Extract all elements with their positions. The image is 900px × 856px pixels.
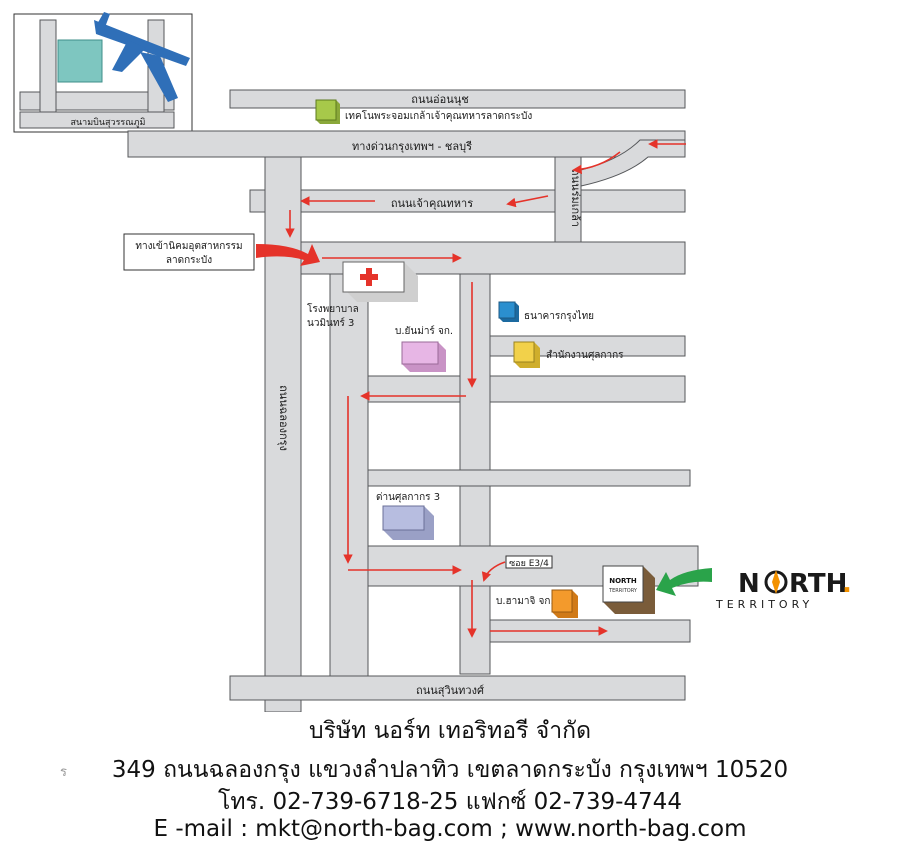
north-territory-building-icon: NORTH TERRITORY: [602, 565, 655, 614]
company-phone: โทร. 02-739-6718-25 แฟกซ์ 02-739-4744: [218, 789, 682, 815]
estate-entry-arrow-icon: [256, 244, 320, 266]
airport-label: สนามบินสุวรรณภูมิ: [71, 117, 146, 128]
estate-entrance-sign: ทางเข้านิคมอุตสาหกรรม ลาดกระบัง: [123, 233, 255, 271]
hospital-building-icon: [342, 261, 418, 302]
company-name: บริษัท นอร์ท เทอริทอรี จำกัด: [308, 718, 592, 744]
road-label-rom-klao: ถนนร่มเกล้า: [569, 169, 582, 227]
company-email: E -mail : mkt@north-bag.com ; www.north-…: [153, 816, 747, 842]
hamaji-label: บ.ฮามาจิ จก.: [496, 596, 554, 607]
box-brand-2: TERRITORY: [608, 588, 638, 594]
customs-office-label: สำนักงานศุลกากร: [546, 350, 624, 361]
bank-building-icon: [498, 301, 519, 322]
hospital-label-2: นวมินทร์ 3: [307, 317, 354, 329]
road-label-sukhumvit: ถนนสุวินทวงศ์: [416, 684, 484, 697]
logo-rth: RTH: [789, 569, 847, 599]
road-label-chalong-krung: ถนนฉลองกรุง: [277, 385, 290, 451]
checkpoint-label: ด่านศุลกากร 3: [376, 492, 440, 503]
road-label-expressway: ทางด่วนกรุงเทพฯ - ชลบุรี: [352, 140, 472, 153]
yanmar-label: บ.ยันม่าร์ จก.: [395, 325, 453, 337]
road-label-chao-khun: ถนนเจ้าคุณทหาร: [391, 197, 473, 210]
college-building-icon: [315, 99, 340, 124]
airplane-icon: [94, 12, 190, 102]
logo-compass-icon: [764, 570, 788, 594]
checkpoint-building-icon: [382, 505, 434, 540]
estate-label-2: ลาดกระบัง: [166, 255, 212, 266]
hospital-label-1: โรงพยาบาล: [307, 302, 359, 315]
yanmar-building-icon: [401, 341, 446, 372]
hamaji-building-icon: [551, 589, 578, 618]
address-mark: ร: [60, 765, 67, 780]
location-map: สนามบินสุวรรณภูมิ ถนนอ่อนนุช ทางด่วนกรุง…: [13, 12, 852, 712]
bank-label: ธนาคารกรุงไทย: [524, 310, 594, 322]
north-territory-logo: N RTH . TERRITORY: [715, 569, 852, 611]
airport-inset: สนามบินสุวรรณภูมิ: [13, 12, 193, 133]
college-label: เทคโนพระจอมเกล้าเจ้าคุณทหารลาดกระบัง: [345, 109, 532, 122]
route-arrows: [285, 139, 686, 638]
road-label-top: ถนนอ่อนนุช: [411, 93, 468, 106]
customs-office-building-icon: [513, 341, 540, 368]
company-address: 349 ถนนฉลองกรุง แขวงลำปลาทิว เขตลาดกระบั…: [111, 757, 789, 783]
road-network: [127, 89, 699, 712]
estate-label-1: ทางเข้านิคมอุตสาหกรรม: [135, 240, 242, 252]
green-pointer-arrow-icon: [656, 568, 712, 596]
logo-dot: .: [842, 569, 852, 599]
road-label-soi: ซอย E3/4: [509, 559, 549, 569]
soi-sign: ซอย E3/4: [505, 555, 553, 569]
logo-tagline: TERRITORY: [715, 598, 813, 611]
logo-n: N: [738, 569, 760, 599]
box-brand-1: NORTH: [609, 577, 637, 585]
